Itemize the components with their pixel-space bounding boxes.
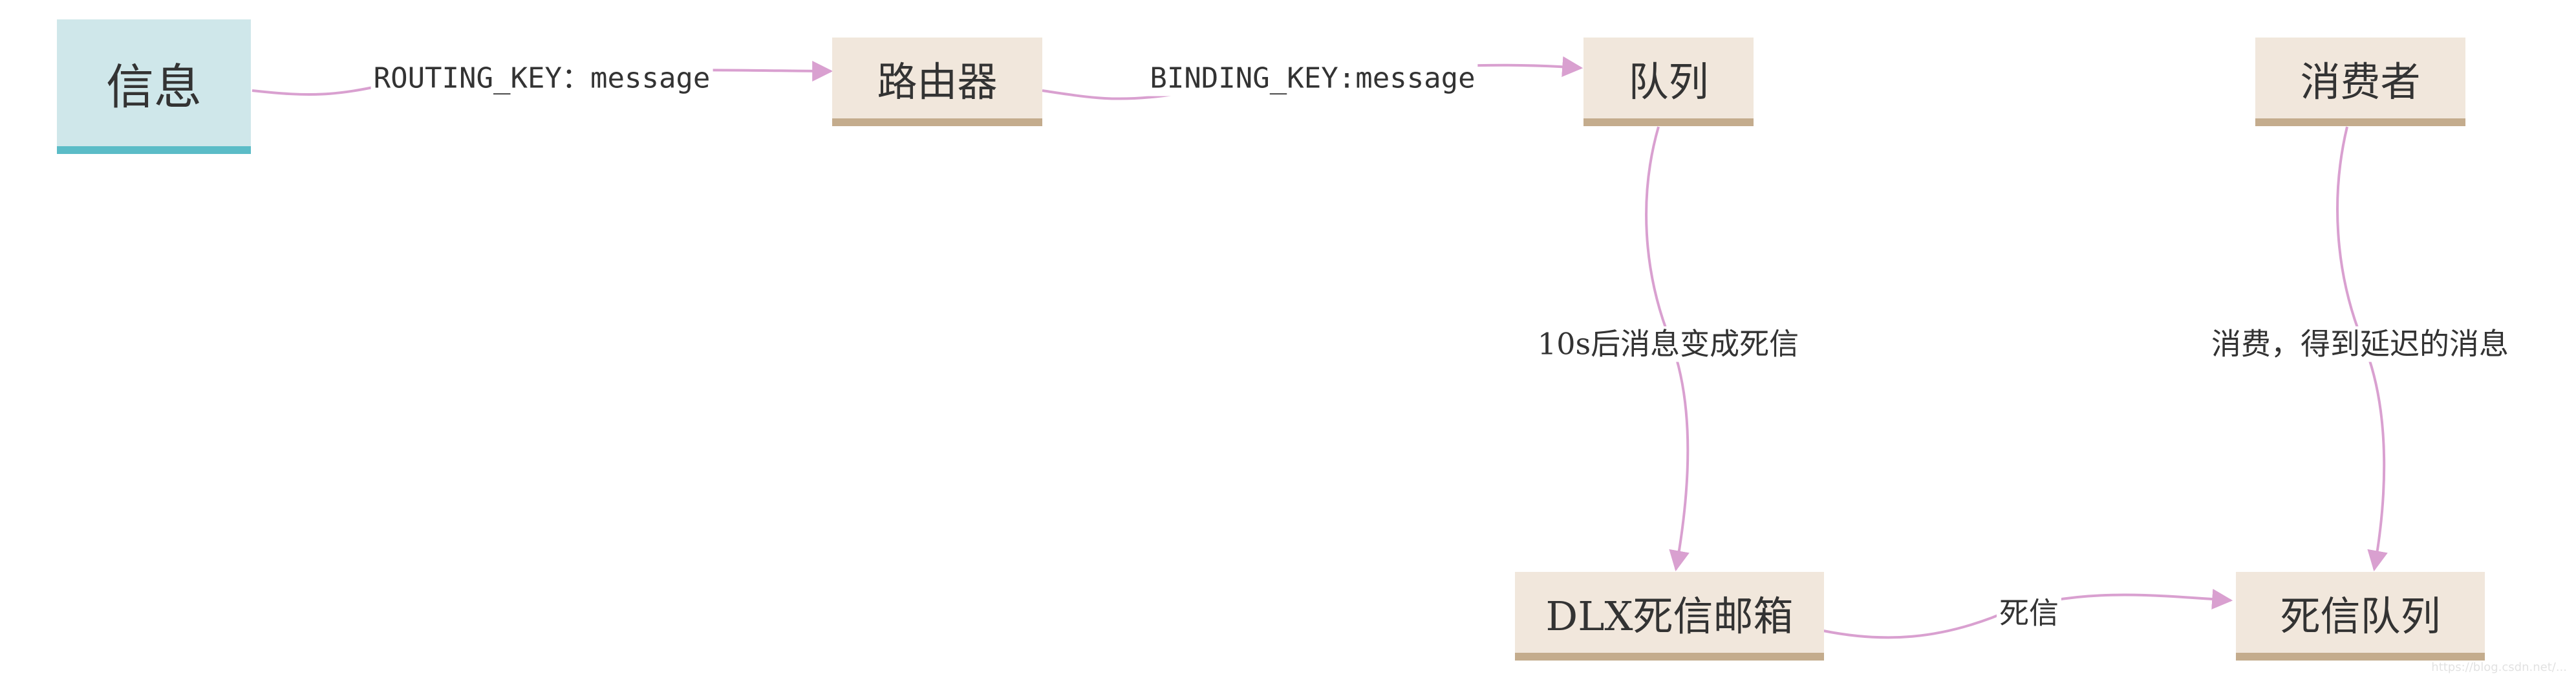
watermark: https://blog.csdn.net/... (2431, 661, 2567, 674)
node-queue: 队列 (1583, 38, 1754, 126)
node-message: 信息 (57, 19, 251, 154)
edge-label-routing: ROUTING_KEY：message (370, 61, 713, 96)
node-consumer: 消费者 (2255, 38, 2465, 126)
node-dead-queue: 死信队列 (2236, 572, 2485, 661)
edge-label-dead: 死信 (1997, 595, 2061, 631)
edge-label-expire: 10s后消息变成死信 (1534, 326, 1802, 362)
node-router: 路由器 (832, 38, 1042, 126)
edge-label-consume: 消费，得到延迟的消息 (2209, 326, 2511, 362)
node-dlx: DLX死信邮箱 (1515, 572, 1824, 661)
edge-label-binding: BINDING_KEY:message (1147, 61, 1478, 96)
